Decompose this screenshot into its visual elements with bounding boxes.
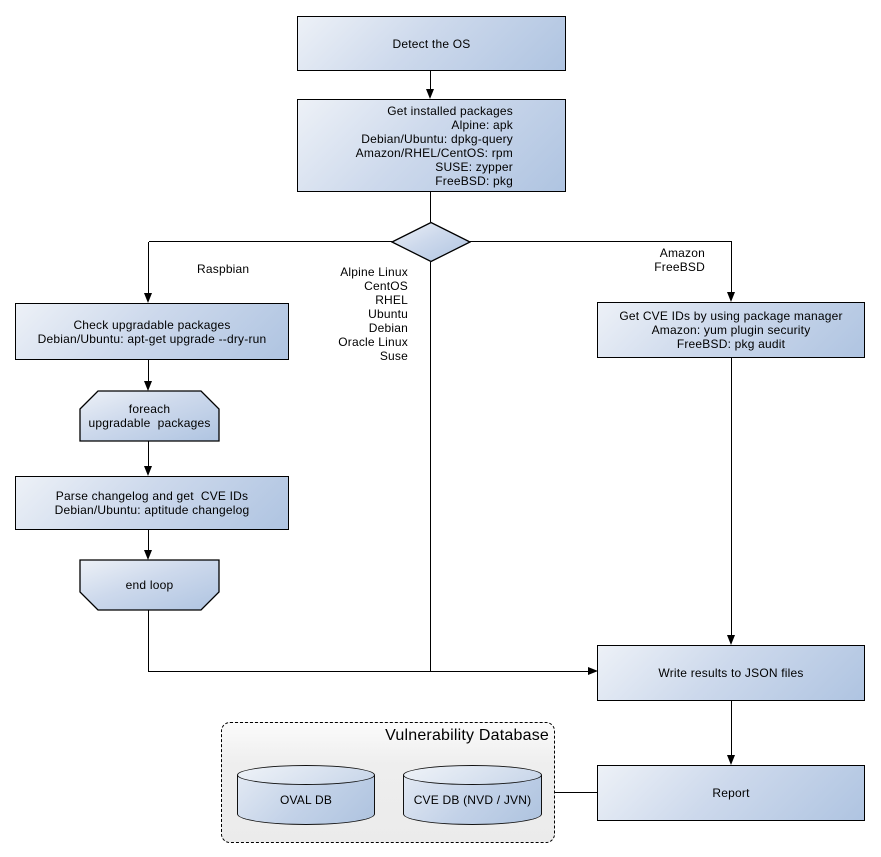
arrowhead-check-upgradable (144, 293, 152, 303)
arrowhead-report (727, 755, 735, 765)
edge-label-os-list: Alpine Linux CentOS RHEL Ubuntu Debian O… (338, 265, 408, 363)
node-end-loop: end loop (125, 578, 174, 592)
decision-diamond (391, 221, 471, 263)
foreach-shape (79, 390, 220, 442)
arrowhead-parse (144, 466, 152, 476)
edge-decision-left (149, 241, 392, 243)
cve-db-cylinder-top (403, 765, 542, 785)
node-get-cve-ids: Get CVE IDs by using package manager Ama… (597, 302, 865, 358)
edge-middle-down (430, 262, 432, 672)
arrowhead-get-cve-ids (727, 292, 735, 302)
arrowhead-packages (426, 89, 434, 99)
edge-detect-to-packages (430, 71, 432, 90)
node-parse-changelog: Parse changelog and get CVE IDs Debian/U… (15, 476, 289, 530)
node-write-results: Write results to JSON files (597, 645, 865, 701)
vulnerability-database-title: Vulnerability Database (385, 727, 549, 744)
arrowhead-write-left (588, 667, 598, 675)
edge-decision-right (470, 241, 732, 243)
edge-getcve-to-write (731, 358, 733, 635)
oval-db-cylinder-top (237, 765, 375, 785)
arrowhead-foreach (144, 381, 152, 391)
node-check-upgradable-packages: Check upgradable packages Debian/Ubuntu:… (15, 303, 289, 360)
edge-right-down (731, 242, 733, 293)
edge-endloop-down (148, 610, 150, 672)
edge-packages-to-decision (430, 192, 432, 222)
edge-check-to-foreach (148, 360, 150, 381)
end-loop-shape (79, 559, 220, 611)
edge-label-amazon-freebsd: Amazon FreeBSD (654, 246, 705, 274)
node-foreach-upgradable-packages: foreach upgradable packages (88, 402, 211, 430)
arrowhead-write-top (727, 635, 735, 645)
edge-bottom-to-write (148, 671, 588, 673)
oval-db-cylinder: OVAL DB (237, 765, 375, 825)
arrowhead-endloop (144, 550, 152, 560)
edge-foreach-to-parse (148, 441, 150, 466)
edge-label-raspbian: Raspbian (197, 262, 250, 276)
edge-write-to-report (731, 701, 733, 755)
edge-cvedb-to-report (542, 792, 597, 794)
node-detect-os: Detect the OS (297, 16, 566, 71)
node-get-installed-packages: Get installed packages Alpine: apk Debia… (297, 99, 566, 192)
cve-db-cylinder: CVE DB (NVD / JVN) (403, 765, 542, 825)
edge-parse-to-endloop (148, 530, 150, 550)
node-report: Report (597, 765, 865, 821)
edge-left-down (148, 242, 150, 294)
